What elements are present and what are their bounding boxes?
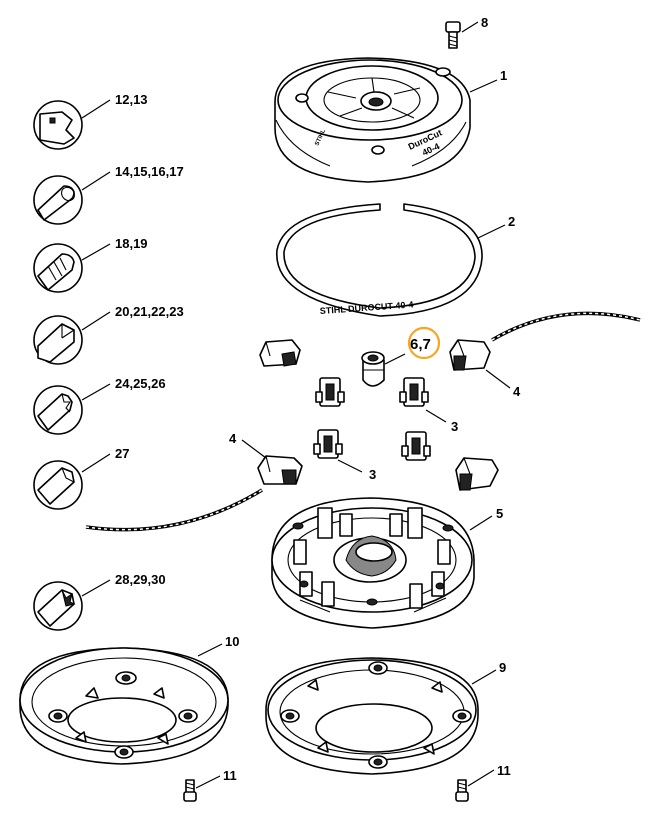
callout-4-left: 4: [229, 431, 237, 446]
part-11-screw-left[interactable]: [183, 779, 197, 802]
leader-20-23: [81, 311, 111, 331]
leader-8: [461, 21, 479, 33]
trimmer-line-left[interactable]: [85, 488, 263, 532]
leader-2: [477, 224, 506, 239]
leader-6-7: [384, 353, 406, 365]
callout-4-right: 4: [513, 384, 521, 399]
callout-24-26: 24,25,26: [115, 376, 166, 391]
leader-27: [81, 453, 111, 473]
part-3-clip-2[interactable]: [399, 377, 429, 407]
leader-9: [471, 669, 497, 685]
line-profile-square[interactable]: [33, 315, 83, 365]
part-6-7-bushing[interactable]: [361, 351, 385, 387]
part-4-line-guide-left-top[interactable]: [259, 339, 301, 367]
line-profile-star[interactable]: [33, 385, 83, 435]
callout-11-left: 11: [223, 768, 237, 783]
part-3-clip-4[interactable]: [401, 431, 431, 461]
leader-3-lower: [337, 459, 363, 473]
part-9-base-plate[interactable]: [265, 657, 479, 775]
callout-6-7: 6,7: [410, 336, 431, 353]
leader-4-right: [485, 369, 511, 389]
part-3-clip-3[interactable]: [313, 429, 343, 459]
leader-5: [469, 515, 493, 531]
callout-20-23: 20,21,22,23: [115, 304, 184, 319]
callout-14-17: 14,15,16,17: [115, 164, 184, 179]
part-8-screw[interactable]: [445, 21, 461, 49]
leader-4-left: [241, 439, 267, 459]
part-4-line-guide-left-bottom[interactable]: [257, 455, 303, 485]
callout-3-upper: 3: [451, 419, 458, 434]
trimmer-line-right[interactable]: [491, 311, 641, 342]
leader-1: [469, 79, 498, 93]
line-profile-twisted[interactable]: [33, 243, 83, 293]
leader-24-26: [81, 383, 111, 401]
callout-1: 1: [500, 68, 507, 83]
part-11-screw-right[interactable]: [455, 779, 469, 802]
callout-5: 5: [496, 506, 503, 521]
part-2-ring[interactable]: STIHL DUROCUT 40-4: [276, 203, 483, 317]
leader-11-right: [467, 769, 495, 787]
leader-3-upper: [425, 409, 447, 423]
leader-10: [197, 643, 223, 657]
part-4-line-guide-right-bottom[interactable]: [455, 457, 499, 491]
leader-28-30: [81, 579, 111, 597]
part-10-cover-plate[interactable]: [19, 647, 229, 765]
leader-12-13: [81, 99, 111, 119]
callout-3-lower: 3: [369, 467, 376, 482]
line-profile-square-notched[interactable]: [33, 100, 83, 150]
callout-10: 10: [225, 634, 239, 649]
leader-14-17: [81, 171, 111, 191]
callout-9: 9: [499, 660, 506, 675]
part-1-cap[interactable]: DuroCut 40-4 STIHL: [274, 57, 471, 183]
highlight-circle: [407, 326, 441, 360]
callout-28-30: 28,29,30: [115, 572, 166, 587]
part-4-line-guide-right-top[interactable]: [449, 339, 491, 371]
part-3-clip-1[interactable]: [315, 377, 345, 407]
callout-27: 27: [115, 446, 129, 461]
line-profile-round[interactable]: [33, 175, 83, 225]
leader-11-left: [195, 775, 221, 789]
line-profile-serrated[interactable]: [33, 581, 83, 631]
callout-2: 2: [508, 214, 515, 229]
leader-18-19: [81, 243, 111, 261]
callout-11-right: 11: [497, 763, 511, 778]
line-profile-pentagon[interactable]: [33, 460, 83, 510]
callout-12-13: 12,13: [115, 92, 148, 107]
part-5-spool-body[interactable]: [271, 497, 475, 629]
callout-8: 8: [481, 15, 488, 30]
callout-18-19: 18,19: [115, 236, 148, 251]
